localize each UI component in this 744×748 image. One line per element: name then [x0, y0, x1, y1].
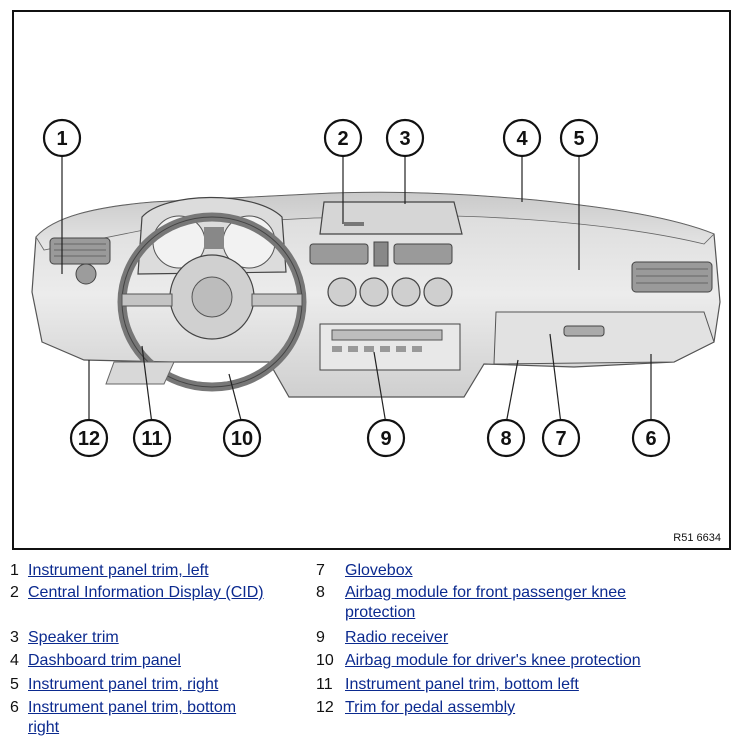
callout-circle	[323, 118, 363, 158]
callout-8: 8	[486, 418, 526, 458]
callout-7: 7	[541, 418, 581, 458]
callout-circle	[541, 418, 581, 458]
callout-number: 7	[555, 428, 566, 450]
callout-number: 9	[380, 428, 391, 450]
callout-number: 6	[645, 428, 656, 450]
legend-number: 4	[10, 652, 19, 669]
legend-link[interactable]: Airbag module for driver's knee protecti…	[345, 652, 641, 669]
callout-circle	[502, 118, 542, 158]
legend-link[interactable]: Dashboard trim panel	[28, 652, 181, 669]
callout-circle	[132, 418, 172, 458]
callout-3: 3	[385, 118, 425, 158]
callout-number: 2	[337, 128, 348, 150]
callout-circle	[631, 418, 671, 458]
right-vent	[631, 261, 713, 293]
legend-link[interactable]: Instrument panel trim, bottom left	[345, 676, 579, 693]
callout-6: 6	[631, 418, 671, 458]
center-vent-right	[393, 243, 453, 265]
figure-code: R51 6634	[673, 532, 721, 544]
callout-circle	[222, 418, 262, 458]
legend-number: 3	[10, 629, 19, 646]
callout-2: 2	[323, 118, 363, 158]
callout-9: 9	[366, 418, 406, 458]
callout-circle	[486, 418, 526, 458]
callout-number: 11	[141, 428, 162, 450]
callout-4: 4	[502, 118, 542, 158]
callout-number: 1	[56, 128, 67, 150]
callout-circle	[42, 118, 82, 158]
legend-link[interactable]: Instrument panel trim, right	[28, 676, 219, 693]
callout-number: 4	[516, 128, 528, 150]
legend-number: 1	[10, 562, 19, 579]
legend-number: 12	[316, 699, 334, 716]
legend-number: 7	[316, 562, 325, 579]
callout-leaders	[61, 157, 652, 425]
callout-number: 5	[573, 128, 584, 150]
legend-link[interactable]: Airbag module for front passenger knee p…	[345, 584, 627, 621]
cid-display	[319, 201, 463, 235]
callout-12: 12	[69, 418, 109, 458]
legend-number: 8	[316, 584, 325, 601]
legend: 1 Instrument panel trim, left 2 Central Inf…	[0, 561, 744, 748]
legend-link[interactable]: Radio receiver	[345, 629, 449, 646]
legend-number: 10	[316, 652, 334, 669]
callout-10: 10	[222, 418, 262, 458]
center-vent-left	[309, 243, 369, 265]
callout-number: 12	[78, 428, 100, 450]
callout-circle	[385, 118, 425, 158]
callout-circle	[69, 418, 109, 458]
legend-number: 2	[10, 584, 19, 601]
legend-number: 11	[316, 676, 333, 693]
legend-link[interactable]: Glovebox	[345, 562, 413, 579]
callout-5: 5	[559, 118, 599, 158]
legend-link[interactable]: Trim for pedal assembly	[345, 699, 516, 716]
legend-number: 5	[10, 676, 19, 693]
left-vent	[49, 237, 111, 265]
legend-number: 6	[10, 699, 19, 716]
climate-knobs	[327, 277, 453, 307]
legend-link[interactable]: Speaker trim	[28, 629, 119, 646]
callout-1: 1	[42, 118, 82, 158]
legend-link[interactable]: Instrument panel trim, bottom right	[28, 699, 237, 736]
glovebox	[493, 311, 715, 365]
legend-link[interactable]: Instrument panel trim, left	[28, 562, 209, 579]
callout-circle	[366, 418, 406, 458]
legend-number: 9	[316, 629, 325, 646]
callout-number: 8	[500, 428, 511, 450]
callout-circle	[559, 118, 599, 158]
legend-link[interactable]: Central Information Display (CID)	[28, 584, 264, 601]
callout-number: 10	[231, 428, 253, 450]
callout-number: 3	[399, 128, 410, 150]
callout-11: 11	[132, 418, 172, 458]
